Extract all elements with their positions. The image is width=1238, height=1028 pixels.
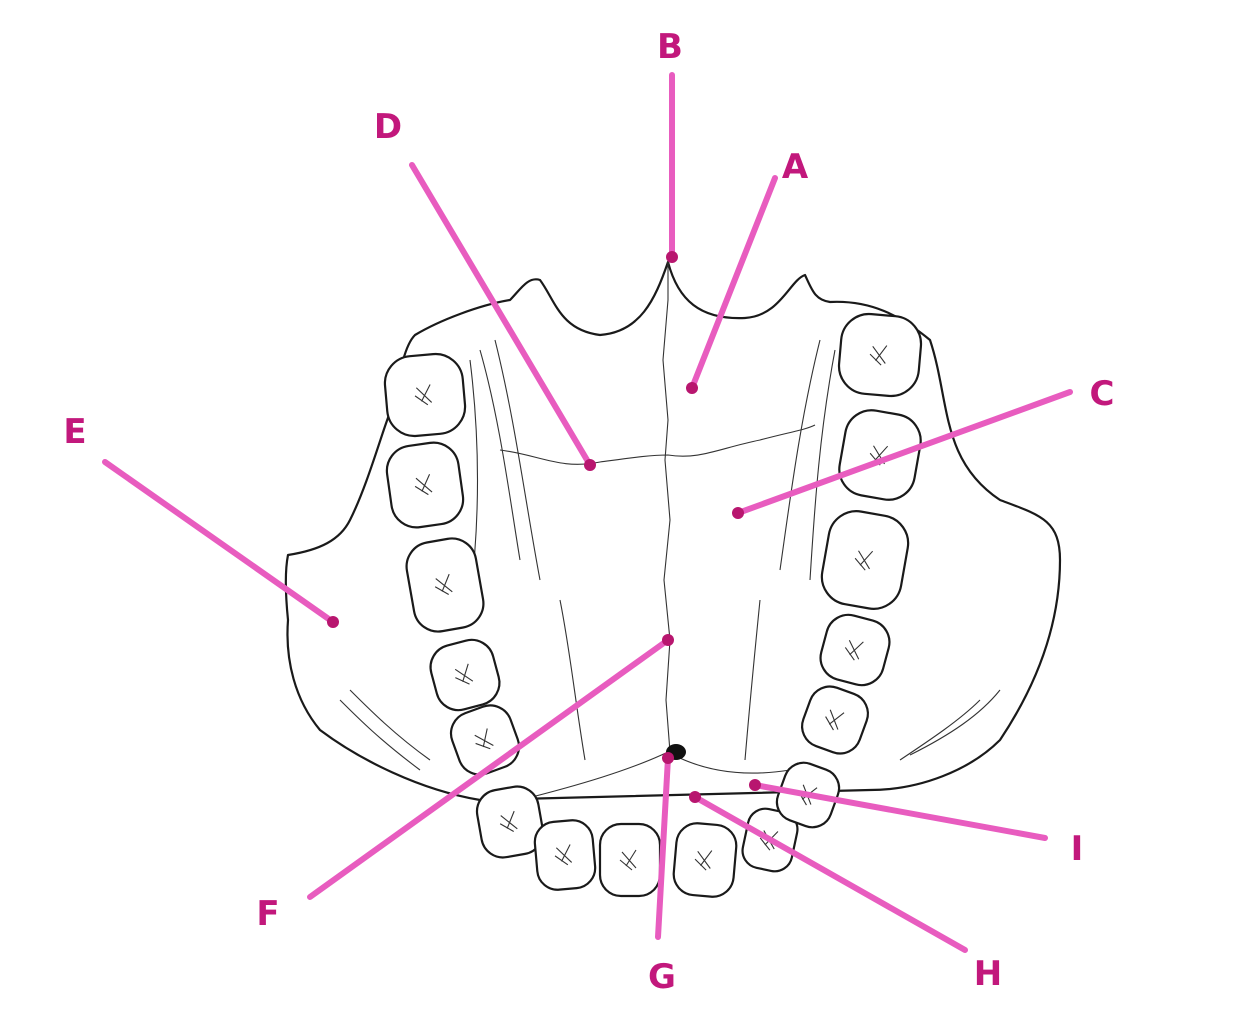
leader-dot <box>749 779 761 791</box>
leader-line <box>735 389 1073 516</box>
label-letter: G <box>648 957 676 997</box>
tooth <box>598 822 662 898</box>
label-h: H <box>689 791 1002 994</box>
tooth <box>385 441 465 529</box>
label-g: G <box>648 752 676 997</box>
label-d: D <box>374 107 596 471</box>
leader-dot <box>666 251 678 263</box>
leader-dot <box>662 752 674 764</box>
label-letter: A <box>782 147 809 187</box>
tooth <box>672 822 738 898</box>
label-letter: F <box>256 894 279 934</box>
tooth <box>429 638 501 712</box>
label-letter: I <box>1071 829 1084 869</box>
leader-line <box>307 637 671 900</box>
tooth <box>475 785 545 859</box>
leader-dot <box>327 616 339 628</box>
tooth <box>801 685 869 755</box>
transverse-suture <box>499 424 816 465</box>
leader-line <box>409 162 593 468</box>
tooth <box>405 537 485 633</box>
leader-line <box>752 782 1048 841</box>
tooth <box>820 510 910 610</box>
teeth <box>383 312 923 898</box>
leader-dot <box>584 459 596 471</box>
label-letter: E <box>63 412 86 452</box>
label-a: A <box>686 147 809 394</box>
label-letter: D <box>374 107 402 147</box>
tooth <box>533 819 597 891</box>
label-i: I <box>749 779 1083 869</box>
leader-dot <box>662 634 674 646</box>
label-e: E <box>63 412 339 628</box>
label-c: C <box>732 374 1114 519</box>
label-b: B <box>657 27 683 263</box>
label-letter: B <box>657 27 683 67</box>
label-letter: H <box>974 954 1002 994</box>
label-letter: C <box>1090 374 1115 414</box>
label-f: F <box>256 634 674 934</box>
leader-line <box>102 459 336 625</box>
label-leaders: A B C D E F G H I <box>63 27 1114 997</box>
leader-line <box>692 794 968 953</box>
leader-dot <box>732 507 744 519</box>
leader-line <box>689 175 778 391</box>
tooth <box>837 312 923 398</box>
leader-dot <box>689 791 701 803</box>
shading-lines <box>339 339 1001 771</box>
palatine-suture <box>662 262 671 753</box>
tooth <box>819 613 891 687</box>
maxilla-outline <box>284 260 1062 802</box>
maxilla-illustration <box>284 260 1062 802</box>
tooth <box>383 352 467 438</box>
leader-line <box>655 755 671 940</box>
leader-dot <box>686 382 698 394</box>
